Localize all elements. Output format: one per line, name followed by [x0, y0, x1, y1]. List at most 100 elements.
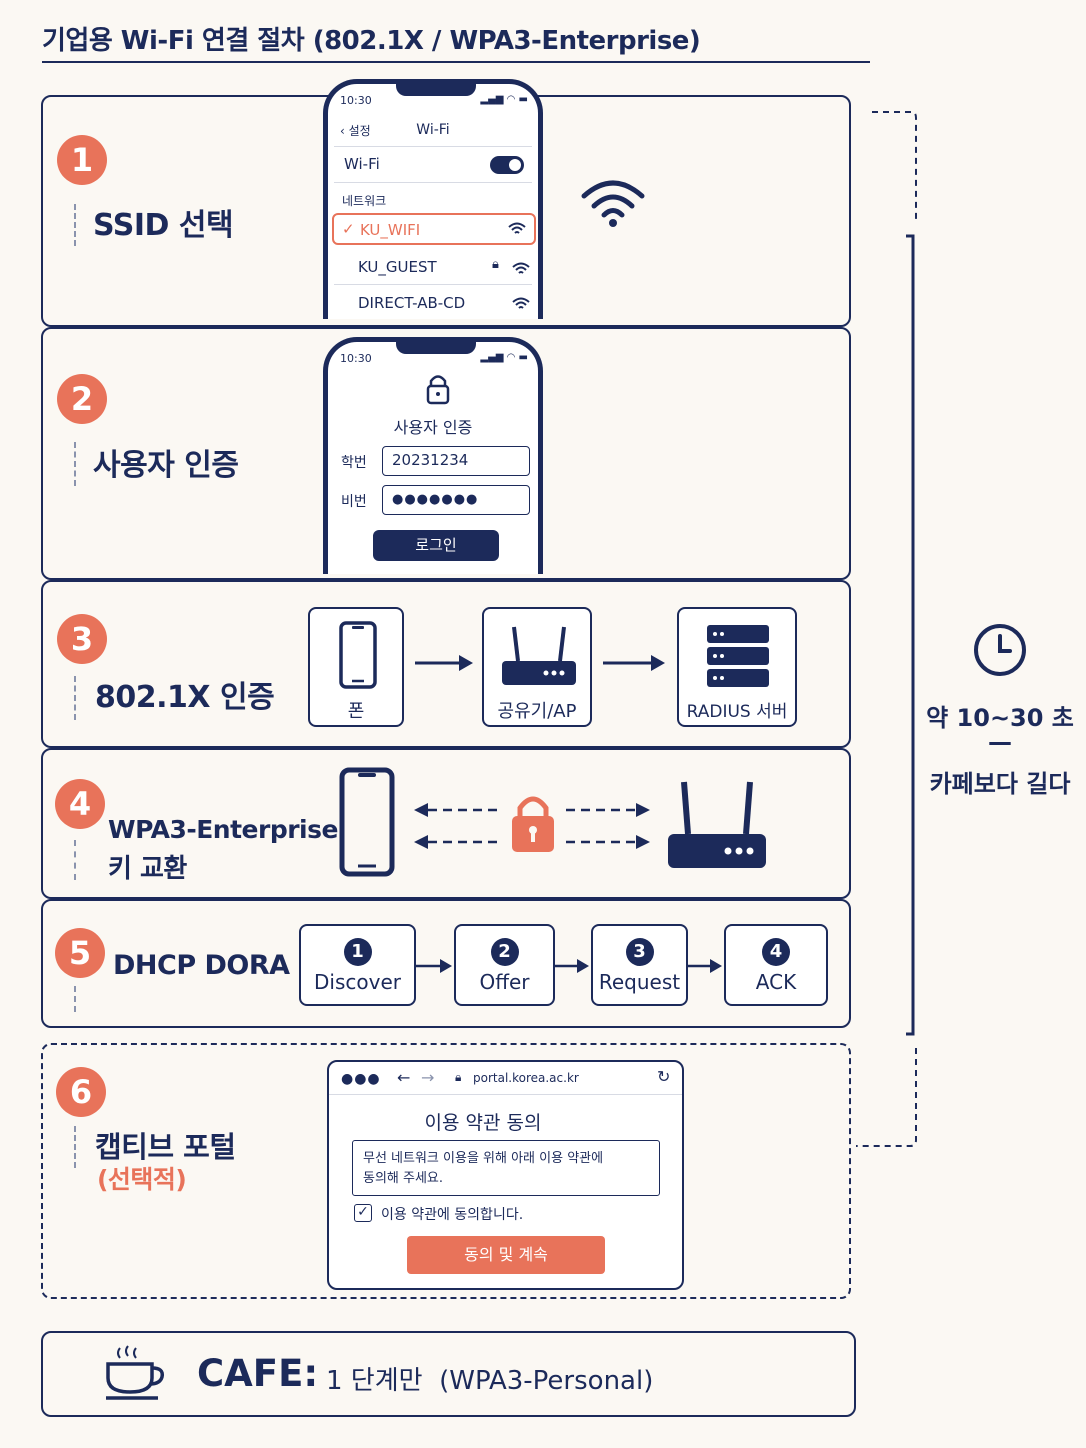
network-name: KU_WIFI [360, 221, 421, 239]
wifi-toggle[interactable] [490, 156, 524, 174]
dora-step-label: Request [598, 970, 681, 994]
networks-section: 네트워크 [342, 194, 387, 208]
phone-notch [396, 84, 476, 96]
step1-badge: 1 [57, 135, 107, 185]
step4-badge: 4 [55, 779, 105, 829]
phone-notch [396, 342, 476, 354]
timing-dash: — [988, 728, 1012, 756]
password-input[interactable]: ●●●●●●● [382, 485, 530, 515]
status-icons: ▂▄▆ ◠ ▬ [480, 352, 528, 363]
arrow-right-icon [555, 959, 589, 973]
padlock-icon [512, 796, 554, 852]
status-icons: ▂▄▆ ◠ ▬ [480, 94, 528, 105]
dora-offer: 2 Offer [454, 924, 555, 1006]
lock-icon: 🔒︎ [492, 257, 499, 272]
wifi-icon [581, 180, 645, 227]
network-name: KU_GUEST [358, 258, 437, 276]
dora-discover: 1 Discover [299, 924, 416, 1006]
step2-label: 사용자 인증 [93, 448, 239, 483]
step6-sublabel: (선택적) [97, 1165, 187, 1194]
login-heading: 사용자 인증 [393, 418, 473, 437]
lock-icon [426, 375, 450, 405]
agree-continue-button[interactable]: 동의 및 계속 [407, 1236, 605, 1274]
key-exchange-arrows [414, 803, 650, 849]
step4-panel [41, 748, 851, 899]
arrow-right-icon [688, 959, 722, 973]
router-icon [668, 781, 766, 868]
wifi-toggle-label: Wi-Fi [344, 155, 380, 173]
back-label: 설정 [348, 124, 371, 138]
terms-checkbox-label: 이용 약관에 동의합니다. [381, 1207, 524, 1223]
ap-node-label: 공유기/AP [497, 701, 577, 722]
cafe-label: CAFE: [197, 1352, 319, 1395]
student-id-label: 학번 [341, 455, 367, 471]
address-bar[interactable]: 🔒︎ portal.korea.ac.kr [453, 1068, 673, 1090]
smartphone-icon [339, 767, 395, 877]
step4-dash [74, 840, 76, 880]
url-text: portal.korea.ac.kr [473, 1071, 579, 1085]
dora-step-label: ACK [755, 970, 797, 994]
cafe-panel [41, 1331, 856, 1417]
step6-badge: 6 [56, 1067, 106, 1117]
step5-badge: 5 [55, 928, 105, 978]
smartphone-icon [339, 621, 377, 689]
phone-time: 10:30 [340, 94, 372, 107]
network-item[interactable]: KU_GUEST [328, 258, 538, 276]
step4-label-line1: WPA3-Enterprise [108, 815, 338, 844]
divider [334, 146, 532, 147]
step5-dash [74, 986, 76, 1012]
step2-badge: 2 [57, 374, 107, 424]
radius-node-label: RADIUS 서버 [686, 702, 788, 722]
terms-checkbox[interactable]: ✓ [354, 1204, 372, 1222]
arrow-right-icon [415, 655, 473, 671]
coffee-cup-icon [106, 1345, 165, 1400]
toolbar-divider [329, 1094, 682, 1095]
dora-step-number: 3 [625, 938, 654, 966]
network-item-selected[interactable]: ✓ KU_WIFI [332, 213, 536, 245]
back-arrow-icon[interactable]: ← [397, 1068, 411, 1087]
network-item[interactable]: DIRECT-AB-CD [328, 294, 538, 312]
router-icon [502, 626, 576, 685]
dora-step-number: 4 [762, 938, 790, 966]
wifi-signal-icon [512, 262, 530, 274]
chevron-left-icon: ‹ [340, 124, 345, 138]
server-icon [707, 625, 769, 687]
title-rule [42, 61, 870, 63]
reload-icon[interactable]: ↻ [657, 1067, 671, 1086]
clock-icon [974, 624, 1026, 676]
timing-note: 카페보다 길다 [929, 770, 1071, 798]
step3-label: 802.1X 인증 [95, 680, 275, 715]
wifi-signal-icon [512, 297, 530, 309]
terms-line: 무선 네트워크 이용을 위해 아래 이용 약관에 [363, 1151, 604, 1166]
lock-icon: 🔒︎ [455, 1070, 462, 1084]
radius-node: RADIUS 서버 [677, 607, 797, 727]
back-button[interactable]: ‹ 설정 [328, 122, 538, 139]
divider [334, 284, 532, 285]
dora-step-label: Offer [479, 970, 530, 994]
ap-node: 공유기/AP [482, 607, 592, 727]
step2-dash [74, 442, 76, 486]
terms-line: 동의해 주세요. [363, 1171, 444, 1186]
step3-badge: 3 [57, 614, 107, 664]
terms-text: 무선 네트워크 이용을 위해 아래 이용 약관에 동의해 주세요. [352, 1140, 660, 1196]
arrow-right-icon [416, 959, 452, 973]
step3-dash [74, 676, 76, 720]
dora-step-label: Discover [314, 970, 401, 994]
cafe-description: 1 단계만 (WPA3-Personal) [326, 1366, 654, 1396]
checkmark-icon: ✓ [342, 220, 355, 238]
window-dots: ●●● [341, 1071, 381, 1087]
wifi-signal-icon [508, 222, 526, 234]
phone-wifi-screen: 10:30 ▂▄▆ ◠ ▬ ‹ 설정 Wi-Fi Wi-Fi 네트워크 ✓ KU… [323, 79, 543, 319]
divider [334, 182, 532, 183]
phone-login-screen: 10:30 ▂▄▆ ◠ ▬ 사용자 인증 학번 20231234 비번 ●●●●… [323, 337, 543, 574]
phone-node-label: 폰 [347, 701, 365, 722]
timing-duration: 약 10~30 초 [926, 704, 1074, 732]
forward-arrow-icon[interactable]: → [421, 1068, 435, 1087]
step5-label: DHCP DORA [113, 950, 290, 981]
dora-ack: 4 ACK [724, 924, 828, 1006]
login-button[interactable]: 로그인 [373, 530, 499, 561]
dora-step-number: 1 [343, 938, 372, 966]
student-id-input[interactable]: 20231234 [382, 446, 530, 476]
dora-step-number: 2 [490, 938, 519, 966]
timeline-bracket [856, 111, 917, 1147]
